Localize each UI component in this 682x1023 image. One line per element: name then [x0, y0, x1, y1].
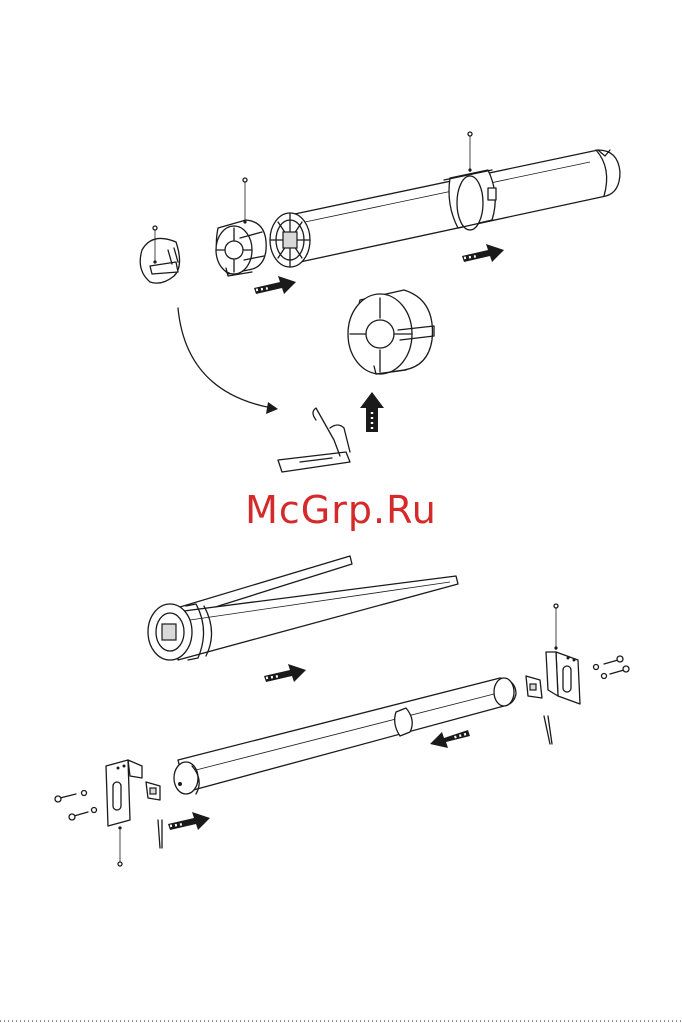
- crown-adapter-small: [216, 220, 266, 276]
- tube-end-drive: [270, 213, 310, 267]
- bracket-left: [106, 760, 142, 826]
- arrow-right-4: [168, 812, 210, 830]
- watermark-text: McGrp.Ru: [0, 488, 682, 532]
- pin-right: [544, 716, 552, 744]
- arrow-right-3: [264, 664, 306, 682]
- bracket-right: [546, 652, 580, 704]
- pin-left: [158, 820, 162, 848]
- motor-tube: [148, 556, 458, 660]
- clip-large: [278, 408, 350, 472]
- clip-detail-circle: [140, 238, 179, 283]
- arrow-right-2: [462, 244, 504, 262]
- curved-arrow: [178, 308, 272, 408]
- arrow-up: [360, 392, 384, 432]
- screws-left: [55, 791, 97, 821]
- clip-right: [526, 676, 542, 698]
- arrow-right-1: [254, 276, 296, 294]
- arrow-left: [430, 730, 470, 748]
- clip-left: [146, 782, 160, 800]
- crown-adapter-large: [348, 290, 434, 374]
- screws-right: [594, 656, 630, 679]
